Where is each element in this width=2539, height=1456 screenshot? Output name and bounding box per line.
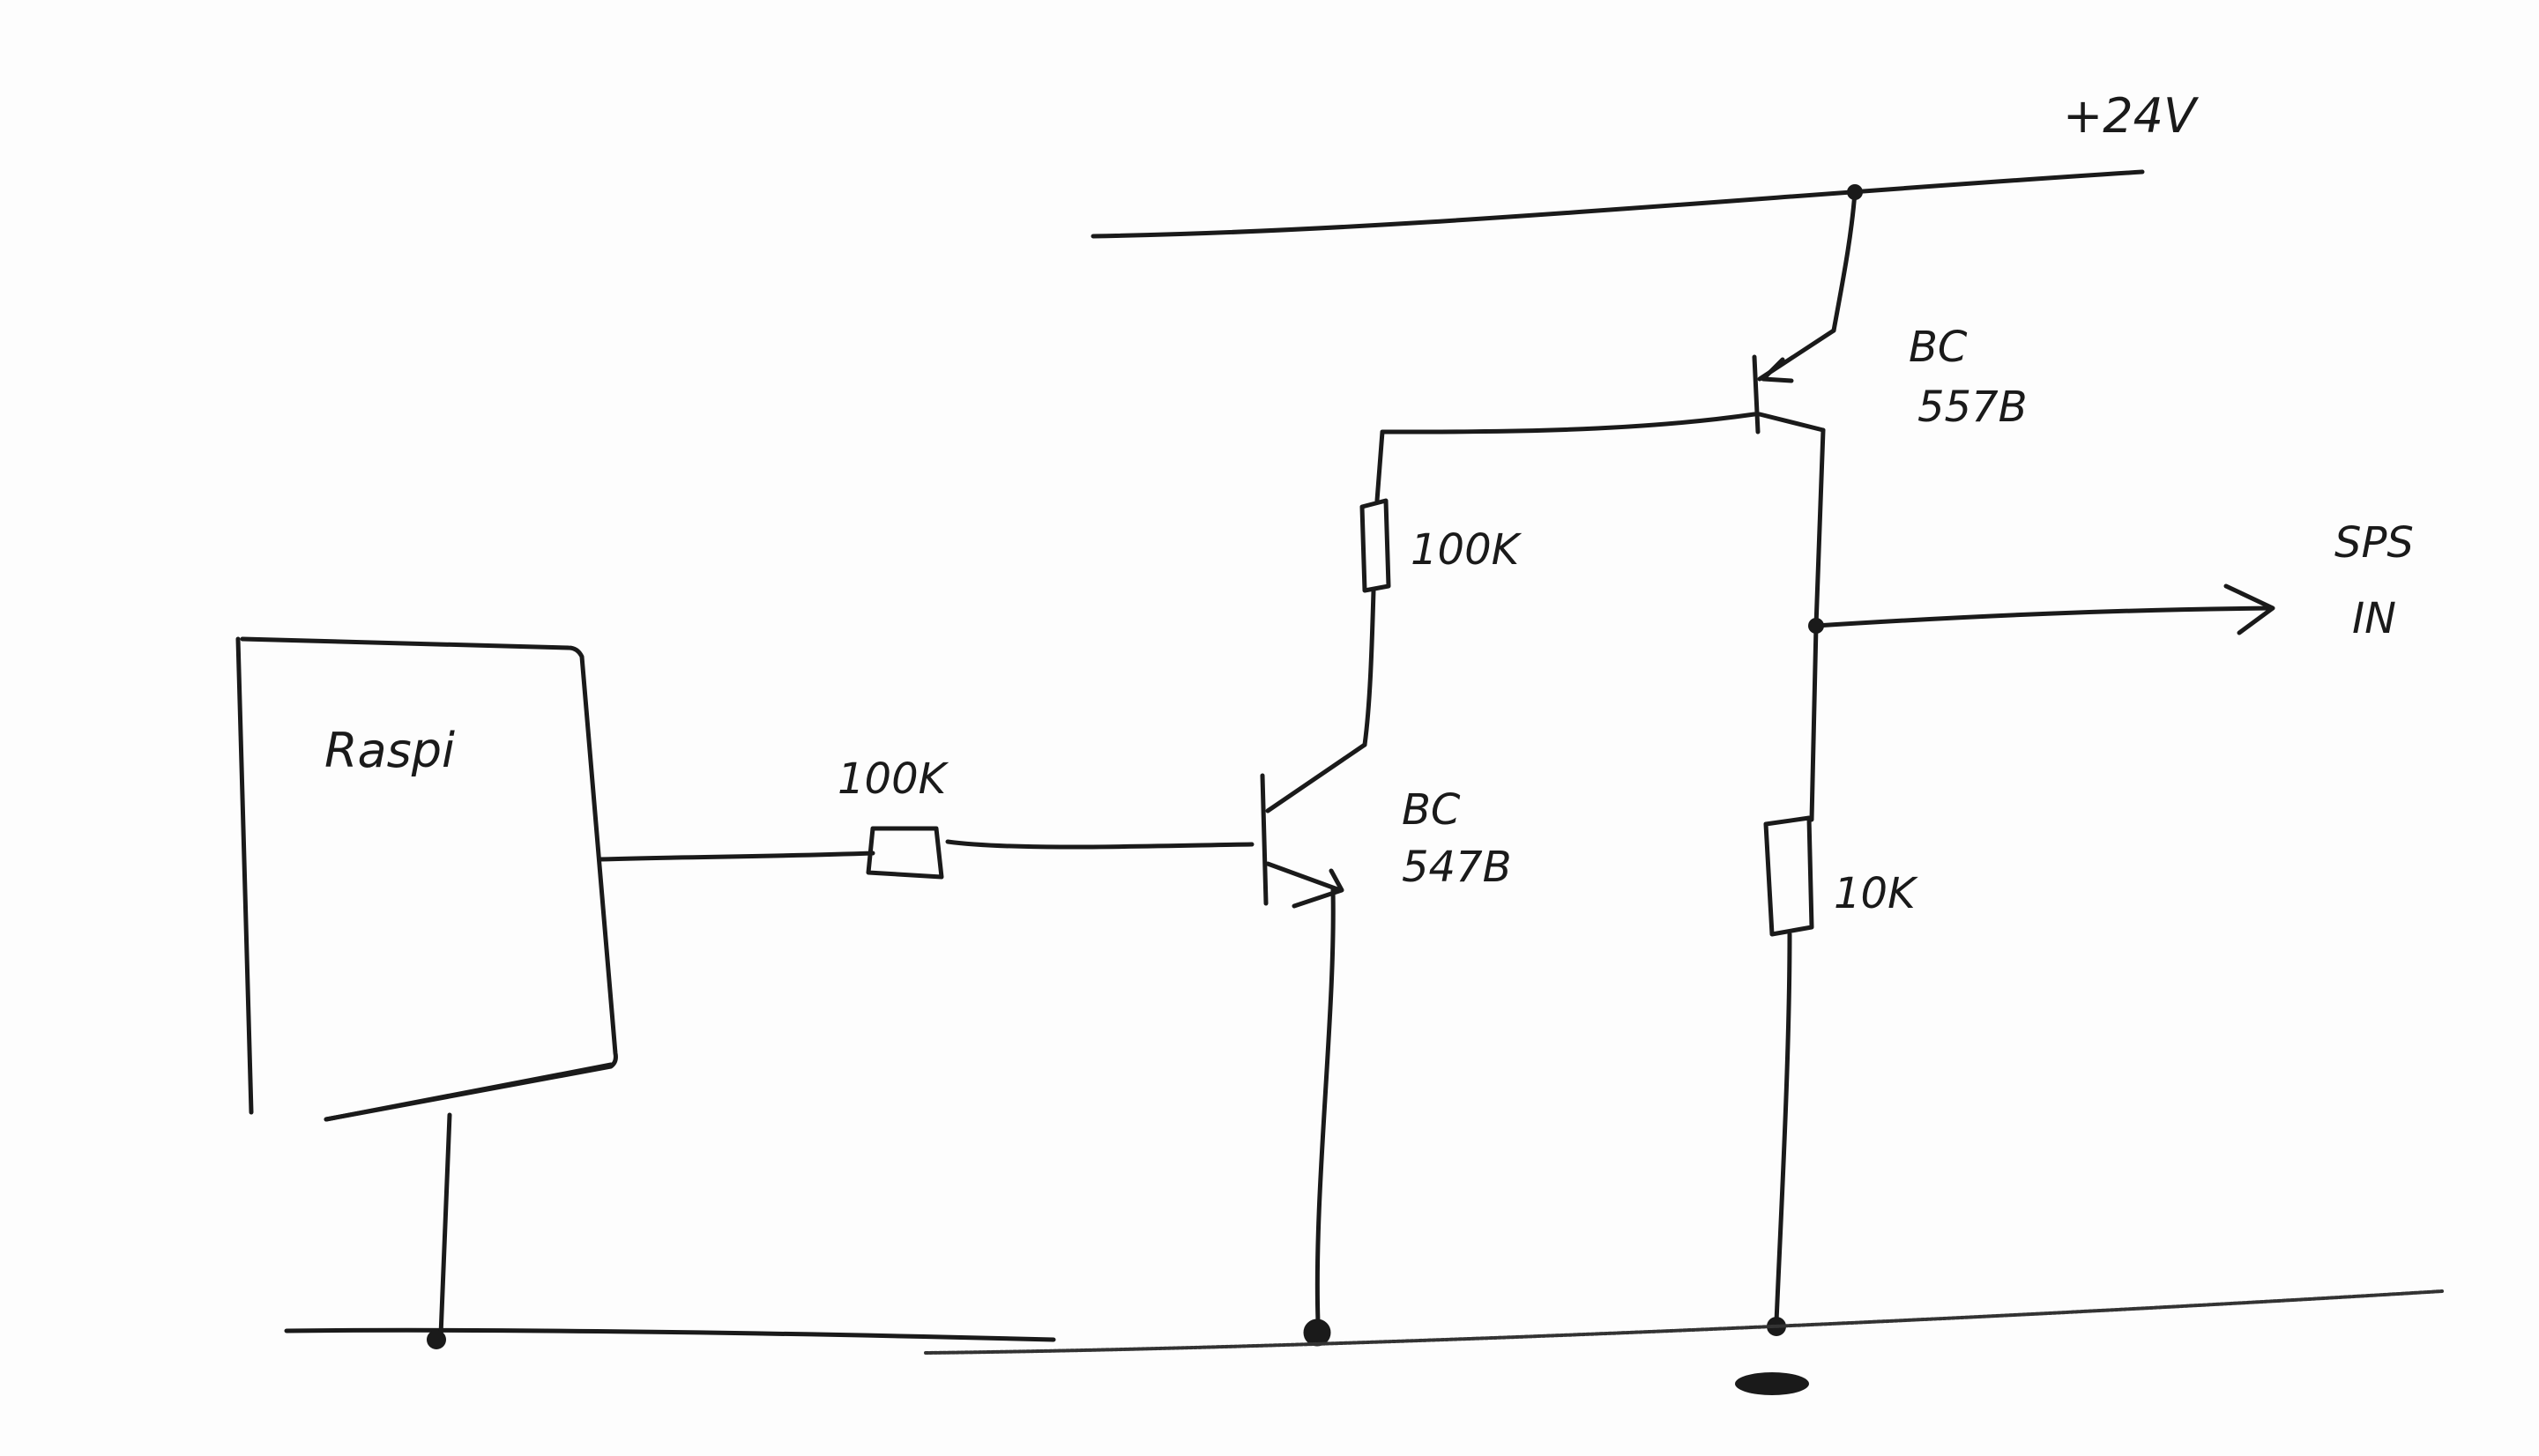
ground-blob — [1735, 1372, 1809, 1395]
output-label-2: IN — [2352, 594, 2396, 643]
raspi-ground-node — [427, 1330, 446, 1349]
raspi-bottom — [324, 1062, 614, 1122]
npn-emitter — [1265, 861, 1343, 893]
gpio-wire — [597, 851, 875, 862]
npn-emitter-arrow — [1292, 868, 1344, 909]
pnp-label-1: BC — [1909, 323, 1968, 372]
pull-resistor — [1359, 498, 1391, 593]
output-arrow — [2223, 583, 2275, 635]
npn-ground-node — [1303, 1319, 1331, 1347]
ground-rail-left — [284, 1327, 1056, 1342]
pnp-emitter-arrow — [1761, 357, 1794, 383]
base-wire — [945, 839, 1255, 850]
pull-resistor-label: 100K — [1411, 525, 1523, 575]
supply-label: +24V — [2063, 88, 2200, 144]
pnp-base-bar — [1752, 354, 1761, 435]
npn-label-2: 547B — [1402, 843, 1512, 892]
npn-collector — [1265, 742, 1367, 813]
base-resistor-label: 100K — [838, 754, 949, 804]
npn-base-bar — [1260, 773, 1269, 906]
load-resistor — [1763, 815, 1814, 937]
raspi-box — [235, 636, 618, 1122]
load-resistor-label: 10K — [1834, 869, 1918, 918]
output-wire — [1813, 605, 2273, 628]
npn-ground-wire — [1314, 888, 1336, 1325]
raspi-ground-wire — [438, 1112, 452, 1338]
ground-rail-right — [924, 1289, 2444, 1355]
output-label-1: SPS — [2334, 518, 2414, 568]
npn-collector-wire — [1362, 588, 1376, 747]
load-ground-wire — [1774, 932, 1792, 1325]
pnp-label-2: 557B — [1917, 383, 2028, 432]
npn-label-1: BC — [1402, 785, 1461, 835]
pnp-collector — [1757, 412, 1826, 433]
base-resistor — [866, 826, 944, 880]
pnp-base-wire — [1374, 412, 1757, 503]
supply-rail — [1091, 169, 2145, 239]
pnp-emitter-wire — [1831, 189, 1858, 333]
raspi-label: Raspi — [324, 723, 455, 778]
